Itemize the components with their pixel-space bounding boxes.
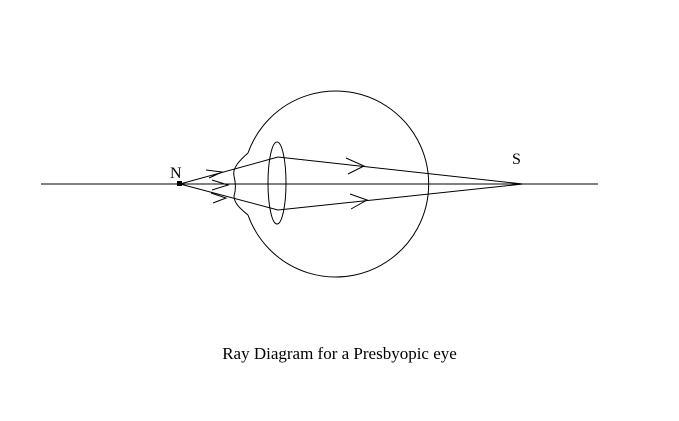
near-point-marker xyxy=(177,181,182,186)
arrow-incident-lower xyxy=(210,192,228,204)
near-point-label: N xyxy=(170,165,182,182)
arrow-refracted-lower xyxy=(349,193,369,210)
cornea xyxy=(233,152,249,216)
ray-lower-incident xyxy=(179,183,279,211)
ray-upper-incident xyxy=(179,156,279,185)
image-point-label: S xyxy=(512,151,521,168)
eye-lens xyxy=(267,141,287,225)
diagram-caption: Ray Diagram for a Presbyopic eye xyxy=(222,344,457,363)
eyeball-outline xyxy=(247,90,430,278)
arrow-incident-middle xyxy=(211,179,230,191)
arrow-incident-upper xyxy=(205,169,224,179)
arrow-refracted-upper xyxy=(345,157,366,175)
ray-upper-refracted xyxy=(277,156,524,185)
ray-lower-refracted xyxy=(277,183,524,211)
